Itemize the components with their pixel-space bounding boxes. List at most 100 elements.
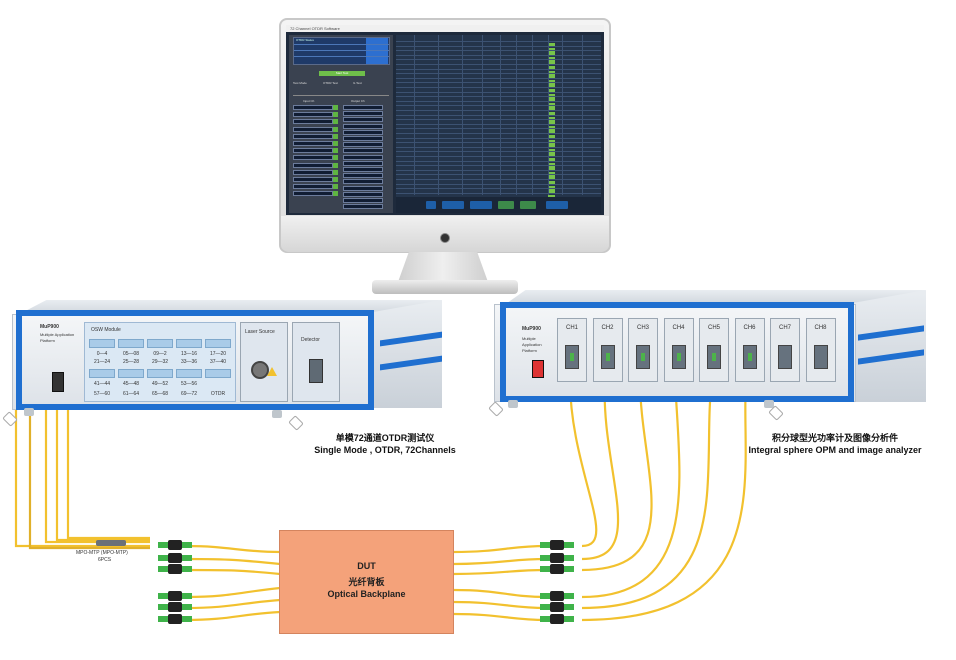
output-channel-chip[interactable] bbox=[343, 198, 383, 203]
fiber-connector-green[interactable] bbox=[564, 555, 574, 561]
opm-channel-port[interactable] bbox=[565, 345, 579, 369]
output-channel-chip[interactable] bbox=[343, 160, 383, 166]
fiber-connector-green[interactable] bbox=[182, 604, 192, 610]
output-channel-chip[interactable] bbox=[343, 105, 383, 110]
input-channel-chip[interactable] bbox=[293, 162, 333, 168]
detector-port[interactable] bbox=[309, 359, 323, 383]
opm-channel-port[interactable] bbox=[813, 345, 828, 369]
output-channel-chip[interactable] bbox=[343, 148, 383, 154]
option-a-label[interactable]: OTDR Test bbox=[323, 81, 338, 85]
fiber-connector-green[interactable] bbox=[158, 542, 168, 548]
output-channel-chip[interactable] bbox=[343, 111, 383, 117]
option-b-label[interactable]: IL Test bbox=[353, 81, 362, 85]
output-channel-chip[interactable] bbox=[343, 154, 383, 160]
output-channel-chip[interactable] bbox=[343, 167, 383, 172]
input-channel-chip[interactable] bbox=[293, 177, 333, 182]
otdr-power-switch[interactable] bbox=[52, 372, 64, 392]
fiber-connector-green[interactable] bbox=[182, 542, 192, 548]
start-test-button[interactable]: Start Test bbox=[319, 71, 365, 76]
otdr-port-block[interactable] bbox=[89, 369, 115, 378]
otdr-port-block[interactable] bbox=[147, 339, 173, 348]
opm-channel-port[interactable] bbox=[600, 345, 615, 369]
opm-channel-slot[interactable]: CH8 bbox=[805, 318, 836, 382]
fiber-connector-green[interactable] bbox=[564, 566, 574, 572]
input-channel-chip[interactable] bbox=[293, 184, 333, 190]
result-pass-cell bbox=[548, 153, 555, 158]
input-channel-chip[interactable] bbox=[293, 155, 333, 161]
opm-channel-slot[interactable]: CH6 bbox=[734, 318, 765, 382]
input-channel-chip[interactable] bbox=[293, 191, 333, 197]
fiber-connector-green[interactable] bbox=[158, 616, 168, 622]
output-channel-chip[interactable] bbox=[343, 185, 383, 191]
input-channel-chip[interactable] bbox=[293, 126, 333, 132]
otdr-port-block[interactable] bbox=[205, 369, 231, 378]
input-channel-chip[interactable] bbox=[293, 105, 333, 110]
settings-button[interactable] bbox=[546, 201, 568, 209]
otdr-brand: MuP900 bbox=[40, 324, 59, 330]
otdr-port-block[interactable] bbox=[118, 369, 144, 378]
fiber-connector-green[interactable] bbox=[158, 604, 168, 610]
output-channel-chip[interactable] bbox=[343, 117, 383, 123]
output-channel-list[interactable] bbox=[343, 105, 393, 213]
input-channel-chip[interactable] bbox=[293, 169, 333, 175]
power-button[interactable] bbox=[440, 233, 450, 243]
save-button[interactable] bbox=[470, 201, 492, 209]
opm-channel-slot[interactable]: CH5 bbox=[699, 318, 729, 382]
fiber-connector-green[interactable] bbox=[540, 555, 550, 561]
fiber-connector-green[interactable] bbox=[158, 566, 168, 572]
opm-channel-port[interactable] bbox=[636, 345, 650, 369]
opm-power-switch[interactable] bbox=[532, 360, 544, 378]
result-table-column bbox=[532, 35, 533, 195]
opm-channel-port[interactable] bbox=[778, 345, 792, 369]
output-channel-chip[interactable] bbox=[343, 129, 383, 135]
stop-button[interactable] bbox=[520, 201, 536, 209]
page-button[interactable] bbox=[426, 201, 436, 209]
fiber-connector-green[interactable] bbox=[158, 593, 168, 599]
otdr-port-block[interactable] bbox=[147, 369, 173, 378]
output-channel-chip[interactable] bbox=[343, 123, 383, 129]
run-button[interactable] bbox=[442, 201, 464, 209]
input-channel-chip[interactable] bbox=[293, 112, 333, 118]
opm-channel-slot[interactable]: CH2 bbox=[592, 318, 623, 382]
opm-channel-slot[interactable]: CH7 bbox=[770, 318, 800, 382]
opm-channel-slot[interactable]: CH1 bbox=[557, 318, 587, 382]
input-channel-chip[interactable] bbox=[293, 133, 333, 139]
export-button[interactable] bbox=[498, 201, 514, 209]
otdr-port-block[interactable] bbox=[205, 339, 231, 348]
otdr-port-label: 25—28 bbox=[122, 359, 140, 365]
output-channel-chip[interactable] bbox=[343, 191, 383, 197]
fiber-connector-green[interactable] bbox=[182, 593, 192, 599]
fiber-connector-green[interactable] bbox=[182, 555, 192, 561]
output-channel-chip[interactable] bbox=[343, 173, 383, 179]
opm-channel-port[interactable] bbox=[707, 345, 721, 369]
fiber-connector-green[interactable] bbox=[540, 593, 550, 599]
opm-channel-port[interactable] bbox=[671, 345, 686, 369]
opm-channel-slot[interactable]: CH3 bbox=[628, 318, 658, 382]
fiber-connector-green[interactable] bbox=[182, 616, 192, 622]
fiber-connector-green[interactable] bbox=[564, 593, 574, 599]
fiber-connector-green[interactable] bbox=[564, 604, 574, 610]
input-channel-chip[interactable] bbox=[293, 119, 333, 125]
output-channel-chip[interactable] bbox=[343, 204, 383, 210]
input-channel-chip[interactable] bbox=[293, 148, 333, 154]
result-table-row bbox=[396, 50, 601, 52]
fiber-connector-green[interactable] bbox=[540, 616, 550, 622]
output-channel-chip[interactable] bbox=[343, 179, 383, 185]
opm-channel-port[interactable] bbox=[742, 345, 757, 369]
fiber-connector-green[interactable] bbox=[540, 542, 550, 548]
input-channel-list[interactable] bbox=[293, 105, 343, 213]
otdr-port-block[interactable] bbox=[118, 339, 144, 348]
fiber-connector-green[interactable] bbox=[158, 555, 168, 561]
fiber-connector-green[interactable] bbox=[540, 566, 550, 572]
fiber-connector-green[interactable] bbox=[564, 616, 574, 622]
opm-channel-slot[interactable]: CH4 bbox=[663, 318, 694, 382]
fiber-connector-green[interactable] bbox=[182, 566, 192, 572]
otdr-port-block[interactable] bbox=[176, 339, 202, 348]
otdr-port-block[interactable] bbox=[176, 369, 202, 378]
otdr-port-block[interactable] bbox=[89, 339, 115, 348]
fiber-connector-green[interactable] bbox=[540, 604, 550, 610]
input-channel-chip[interactable] bbox=[293, 141, 333, 146]
fiber-connector-green[interactable] bbox=[564, 542, 574, 548]
output-channel-chip[interactable] bbox=[343, 142, 383, 148]
output-channel-chip[interactable] bbox=[343, 136, 383, 141]
